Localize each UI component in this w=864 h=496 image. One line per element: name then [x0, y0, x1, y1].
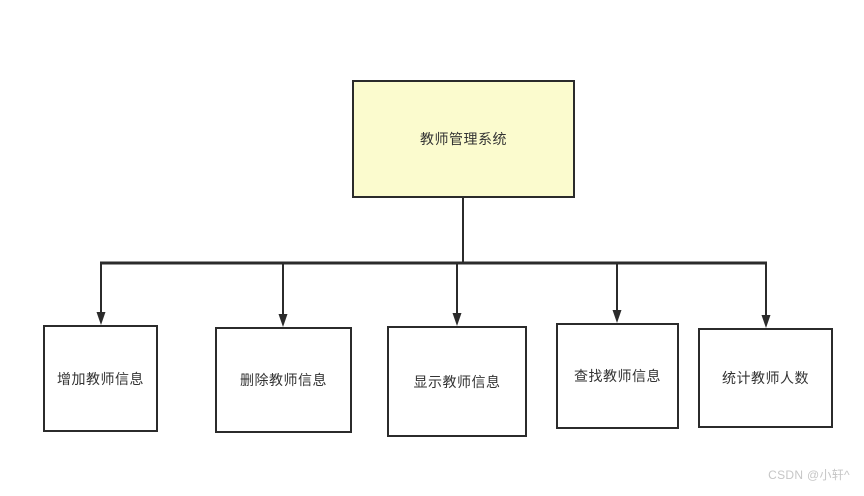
- arrowhead-3: [452, 313, 462, 326]
- arrowhead-5: [761, 315, 771, 328]
- node-count-teachers: 统计教师人数: [698, 328, 833, 428]
- node-find-teacher-info-label: 查找教师信息: [574, 368, 661, 384]
- node-delete-teacher-info: 删除教师信息: [215, 327, 352, 433]
- arrowhead-4: [612, 310, 622, 323]
- arrowhead-1: [96, 312, 106, 325]
- arrowhead-2: [278, 314, 288, 327]
- watermark: CSDN @小轩^: [768, 468, 850, 482]
- node-count-teachers-label: 统计教师人数: [722, 370, 809, 386]
- node-add-teacher-info: 增加教师信息: [43, 325, 158, 432]
- node-delete-teacher-info-label: 删除教师信息: [240, 372, 327, 388]
- node-display-teacher-info: 显示教师信息: [387, 326, 527, 437]
- node-find-teacher-info: 查找教师信息: [556, 323, 679, 429]
- node-add-teacher-info-label: 增加教师信息: [57, 370, 144, 387]
- node-teacher-management-system-label: 教师管理系统: [420, 131, 507, 147]
- node-teacher-management-system: 教师管理系统: [352, 80, 575, 198]
- node-display-teacher-info-label: 显示教师信息: [413, 373, 501, 390]
